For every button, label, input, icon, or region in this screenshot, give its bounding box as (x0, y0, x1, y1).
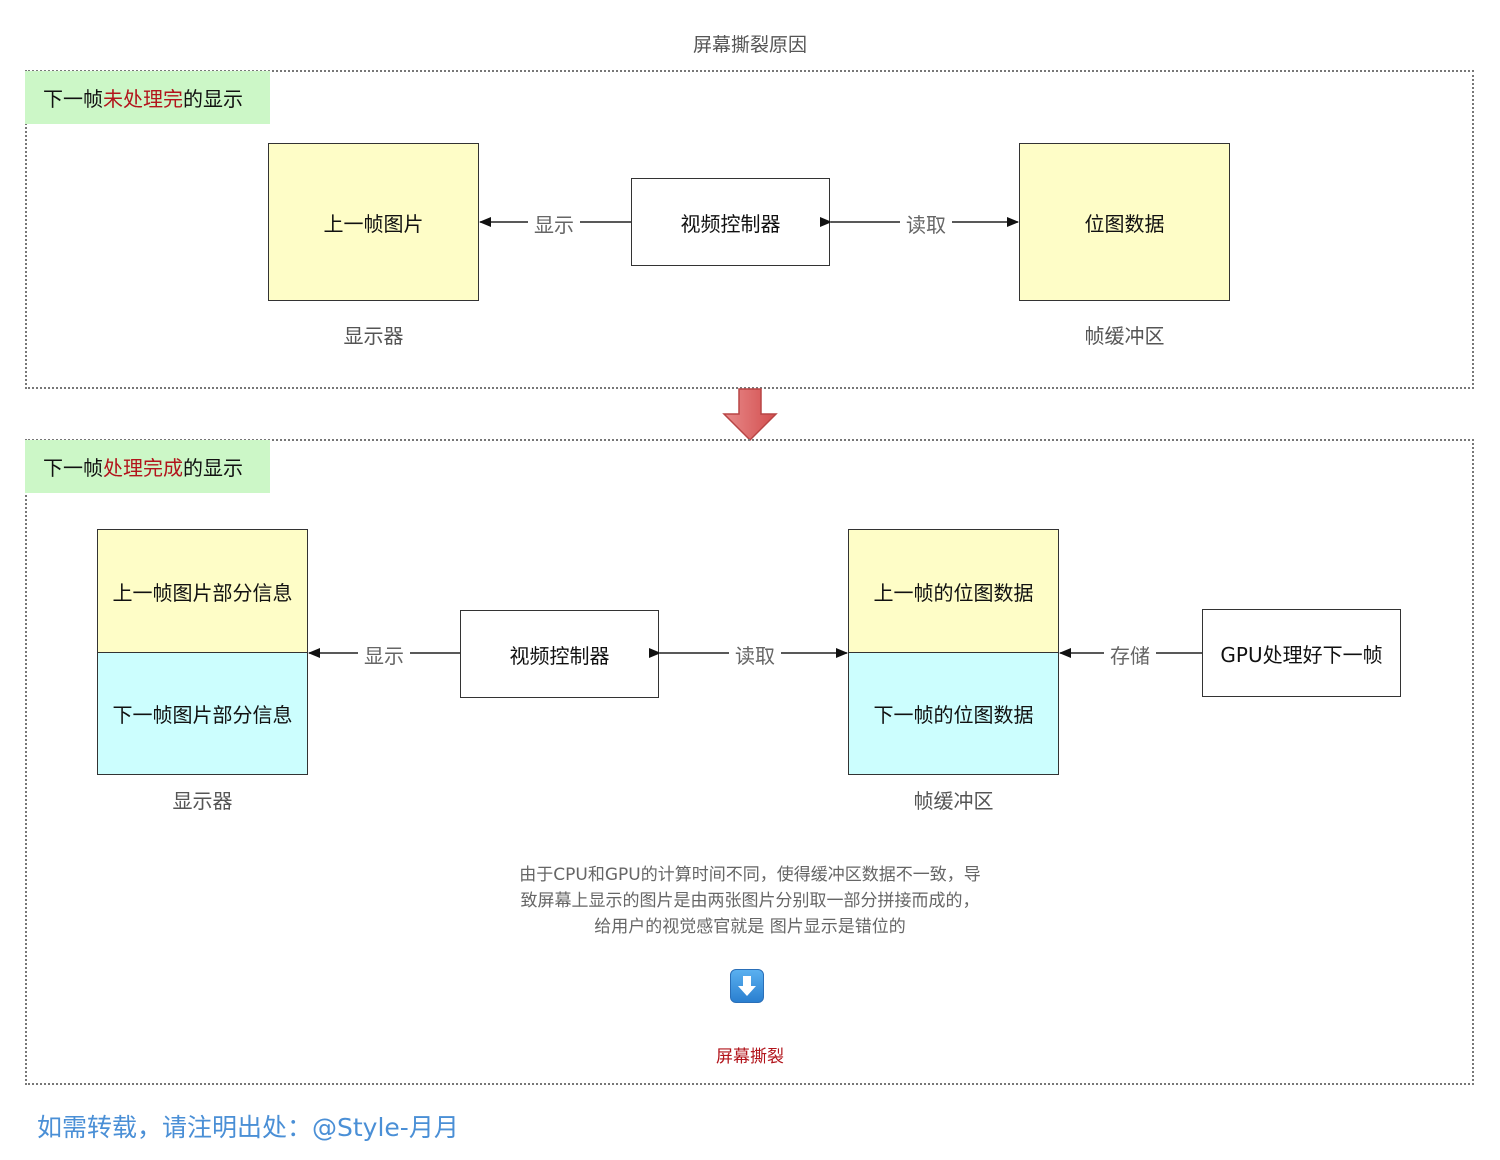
top-read-label: 读取 (900, 209, 952, 238)
bottom-buffer-bottom-label: 下一帧的位图数据 (873, 703, 1034, 727)
bottom-controller-label: 视频控制器 (509, 643, 610, 668)
bottom-read-label: 读取 (729, 640, 781, 669)
gpu-label: GPU处理好下一帧 (1220, 642, 1383, 667)
bottom-controller-box: 视频控制器 (460, 610, 659, 698)
top-tag-pre: 下一帧 (43, 87, 103, 111)
description: 由于CPU和GPU的计算时间不同，使得缓冲区数据不一致，导 致屏幕上显示的图片是… (420, 862, 1080, 940)
bottom-tag-highlight: 处理完成 (103, 456, 183, 480)
bottom-store-label: 存储 (1104, 640, 1156, 669)
top-monitor-label: 上一帧图片 (323, 211, 424, 236)
bottom-panel-tag: 下一帧处理完成的显示 (25, 440, 270, 493)
bottom-monitor-caption: 显示器 (172, 789, 233, 813)
bottom-monitor-top-label: 上一帧图片部分信息 (112, 580, 293, 605)
bottom-buffer-top-label: 上一帧的位图数据 (873, 580, 1034, 605)
bottom-monitor-bottom-box: 下一帧图片部分信息 (97, 652, 308, 775)
top-monitor-box: 上一帧图片 (268, 143, 479, 301)
diagram-title: 屏幕撕裂原因 (692, 34, 807, 56)
bottom-display-label: 显示 (358, 640, 410, 669)
description-line-1: 由于CPU和GPU的计算时间不同，使得缓冲区数据不一致，导 (519, 865, 981, 885)
top-buffer-box: 位图数据 (1019, 143, 1230, 301)
top-display-label: 显示 (528, 209, 580, 238)
top-controller-label: 视频控制器 (680, 211, 781, 236)
transition-down-arrow (722, 388, 778, 442)
top-tag-highlight: 未处理完 (103, 87, 183, 111)
bottom-monitor-bottom-label: 下一帧图片部分信息 (112, 703, 293, 727)
bottom-tag-post: 的显示 (183, 456, 243, 480)
bottom-buffer-bottom-box: 下一帧的位图数据 (848, 652, 1059, 775)
top-buffer-label: 位图数据 (1084, 211, 1165, 236)
top-controller-box: 视频控制器 (631, 178, 830, 266)
bottom-panel (25, 439, 1474, 1085)
bottom-buffer-top-box: 上一帧的位图数据 (848, 529, 1059, 653)
bottom-tag-pre: 下一帧 (43, 456, 103, 480)
description-line-3: 给用户的视觉感官就是 图片显示是错位的 (594, 917, 906, 937)
top-monitor-caption: 显示器 (343, 324, 404, 348)
top-tag-post: 的显示 (183, 87, 243, 111)
down-arrow-icon (730, 969, 764, 1003)
description-line-2: 致屏幕上显示的图片是由两张图片分别取一部分拼接而成的， (520, 891, 980, 911)
gpu-box: GPU处理好下一帧 (1202, 609, 1401, 697)
watermark: 如需转载，请注明出处：@Style-月月 (37, 1113, 459, 1142)
bottom-monitor-top-box: 上一帧图片部分信息 (97, 529, 308, 653)
result-text: 屏幕撕裂 (716, 1047, 784, 1067)
top-panel (25, 70, 1474, 389)
top-panel-tag: 下一帧未处理完的显示 (25, 71, 270, 124)
bottom-buffer-caption: 帧缓冲区 (913, 789, 994, 813)
top-buffer-caption: 帧缓冲区 (1084, 324, 1165, 348)
